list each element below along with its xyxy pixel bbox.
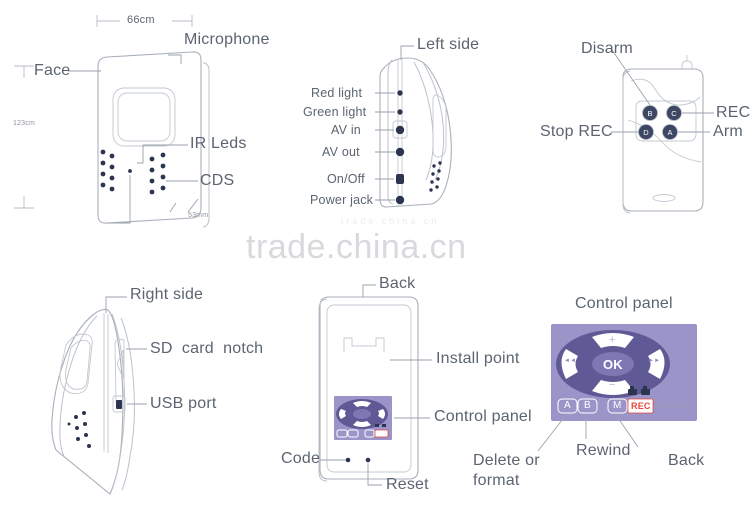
leader-microphone [168, 54, 182, 64]
label-arm: Arm [713, 123, 743, 140]
cds-sensor-dot [128, 169, 132, 173]
label-face: Face [34, 62, 71, 79]
dimension-width [96, 15, 193, 27]
label-delete-or-format: Delete or format [473, 452, 540, 490]
svg-text:D: D [643, 128, 649, 137]
svg-text:B: B [647, 109, 652, 118]
leader-disarm [611, 49, 651, 106]
label-rewind: Rewind [576, 442, 631, 459]
label-green-light: Green light [303, 105, 367, 119]
leader-delete-format [537, 414, 567, 452]
leader-ir-leds-bracket [137, 145, 144, 164]
dpad-ok-center [592, 352, 634, 376]
leader-thickness-a [169, 202, 177, 213]
panel-right-side [51, 296, 147, 495]
dpad-up-label[interactable]: + [609, 334, 616, 346]
btn-m-box [607, 398, 628, 414]
btn-a-label[interactable]: A [564, 400, 571, 411]
port-power-jack [395, 195, 405, 205]
dpad-left-petal [561, 349, 578, 379]
label-install-point: Install point [436, 350, 520, 367]
label-ir-leds: IR Leds [190, 135, 247, 152]
speaker-holes-right [67, 411, 91, 448]
watermark: trade.china.cn [246, 228, 467, 266]
speaker-holes [429, 161, 442, 192]
dimension-height-label: 123cm [13, 120, 36, 127]
label-back-control-panel: Control panel [434, 408, 532, 425]
label-usb-port: USB port [150, 395, 217, 412]
dpad-up-petal [592, 333, 634, 348]
leader-back-title [362, 284, 376, 297]
label-stop-rec: Stop REC [540, 123, 613, 140]
leader-cds-lower [106, 175, 131, 224]
dpad-ok-label[interactable]: OK [603, 357, 623, 372]
btn-m-label[interactable]: M [613, 400, 622, 411]
ir-led-cluster-right [149, 152, 166, 195]
camera-icons [628, 386, 650, 395]
watermark-faint: trade.china.cn [340, 216, 440, 226]
dimension-height [14, 65, 34, 209]
leader-left-side-title [400, 45, 414, 60]
port-red-light [397, 90, 403, 96]
label-reset: Reset [386, 476, 429, 493]
leader-reset [367, 463, 382, 486]
label-back: Back [379, 275, 416, 292]
btn-b-label[interactable]: B [584, 400, 591, 411]
label-control-panel: Control panel [575, 295, 673, 312]
reset-dot [365, 457, 371, 463]
ir-led-cluster-left [100, 149, 115, 192]
leader-right-side-title [105, 296, 127, 313]
port-green-light [397, 109, 403, 115]
label-av-out: AV out [322, 145, 360, 159]
label-disarm: Disarm [581, 40, 633, 57]
panel-face [14, 15, 210, 228]
label-sd-card-notch: SD card notch [150, 340, 264, 357]
code-dot [345, 457, 351, 463]
dpad-down-petal [592, 380, 634, 395]
svg-text:C: C [671, 109, 677, 118]
label-right-side: Right side [130, 286, 204, 303]
label-back-detail: Back [668, 452, 705, 469]
label-red-light: Red light [311, 86, 363, 100]
port-av-out [395, 147, 405, 157]
remote-button-c [666, 105, 682, 121]
remote-button-b [642, 105, 658, 121]
label-on-off: On/Off [327, 172, 365, 186]
port-av-in [395, 125, 405, 135]
panel-control-detail [537, 324, 697, 452]
btn-b-box [577, 398, 598, 414]
dpad-down-label[interactable]: − [609, 379, 616, 391]
dimension-width-label: 66cm [127, 14, 155, 26]
dpad-left-label[interactable]: ◄◄ [564, 358, 577, 364]
dimension-thickness-label: 53mm [188, 212, 209, 219]
label-code: Code [281, 450, 321, 467]
back-control-panel [334, 396, 392, 440]
label-left-side: Left side [417, 36, 480, 53]
panel-remote: B C D A [611, 49, 714, 214]
label-av-in: AV in [331, 123, 361, 137]
label-microphone: Microphone [184, 31, 270, 48]
panel-left-side [375, 45, 452, 208]
svg-text:A: A [667, 128, 672, 137]
leader-thickness-b [187, 198, 199, 213]
dpad-right-petal [648, 349, 665, 379]
panel-back [318, 284, 432, 486]
btn-rec-box [627, 398, 654, 414]
port-on-off [396, 174, 404, 184]
remote-button-a [662, 124, 678, 140]
label-rec: REC [716, 104, 751, 121]
btn-a-box [557, 398, 578, 414]
btn-rec-label[interactable]: REC [631, 401, 651, 411]
dpad-right-label[interactable]: ►► [648, 358, 661, 364]
leader-back-detail [615, 414, 639, 448]
label-power-jack: Power jack [310, 193, 374, 207]
label-cds: CDS [200, 172, 235, 189]
